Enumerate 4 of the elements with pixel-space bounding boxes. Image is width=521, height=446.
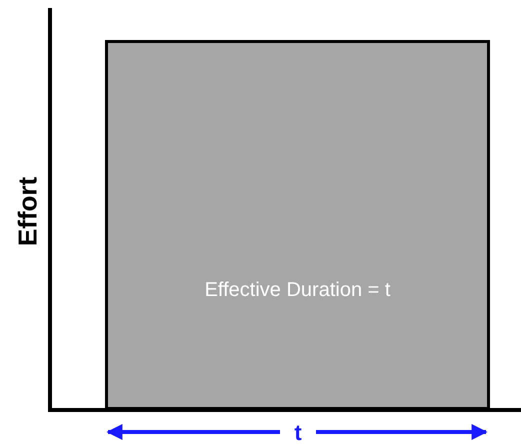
dimension-label: t [293, 420, 303, 446]
duration-area [105, 40, 490, 410]
axis-title: Effort [12, 176, 44, 248]
area-label: Effective Duration = t [204, 278, 392, 302]
